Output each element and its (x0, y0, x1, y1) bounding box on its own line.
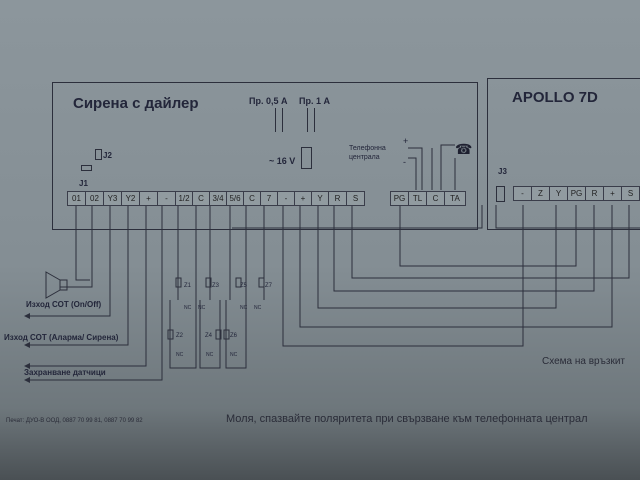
nc-label-6: NC (206, 352, 214, 358)
jumper-j2-icon (95, 149, 102, 160)
terminal-y: Y (312, 191, 329, 206)
terminal-1-2: 1/2 (176, 191, 193, 206)
printer-info: Печат: ДУО-В ООД, 0887 70 99 81, 0887 70… (6, 418, 143, 424)
terminal-c-phone: C (427, 191, 445, 206)
output-on-off-label: Изход СОТ (On/Off) (26, 300, 102, 309)
apollo-terminal-minus: - (513, 186, 532, 201)
zone-z1: Z1 (184, 283, 192, 289)
siren-dialer-panel: Сирена с дайлер Пр. 0,5 А Пр. 1 А ~ 16 V… (52, 82, 478, 230)
zone-z5: Z5 (240, 283, 248, 289)
sensor-power-label: Захранване датчици (24, 368, 106, 377)
jumper-j1-icon (81, 165, 92, 171)
apollo-terminal-y: Y (550, 186, 568, 201)
terminal-c2: C (244, 191, 261, 206)
diagram-caption: Схема на връзкит (542, 356, 625, 367)
zone-z2: Z2 (176, 333, 184, 339)
fuse-1a-icon (307, 108, 315, 132)
nc-label-4: NC (254, 305, 262, 311)
polarity-note: Моля, спазвайте поляритета при свързване… (226, 413, 588, 425)
phone-line-label-1: Телефонна (349, 145, 386, 152)
apollo-title: APOLLO 7D (512, 89, 598, 106)
nc-label-3: NC (240, 305, 248, 311)
phone-plus: + (403, 136, 409, 146)
siren-terminal-strip: 01 02 Y3 Y2 + - 1/2 C 3/4 5/6 C 7 - + Y … (67, 191, 365, 206)
telephone-icon: ☎ (455, 141, 473, 157)
zone-z6: Z6 (230, 333, 238, 339)
terminal-plus: + (140, 191, 158, 206)
jumper-j2-label: J2 (103, 151, 112, 160)
siren-title: Сирена с дайлер (73, 95, 199, 112)
terminal-r: R (329, 191, 347, 206)
fuse-05a-icon (275, 108, 283, 132)
phone-terminal-strip: PG TL C TA (390, 191, 466, 206)
apollo-terminal-z: Z (532, 186, 550, 201)
apollo-terminal-strip: - Z Y PG R + S (513, 186, 640, 201)
terminal-plus2: + (295, 191, 312, 206)
zone-z3: Z3 (212, 283, 220, 289)
terminal-01: 01 (67, 191, 86, 206)
terminal-7: 7 (261, 191, 278, 206)
zone-z7: Z7 (265, 283, 273, 289)
terminal-ta: TA (445, 191, 466, 206)
apollo-terminal-pg: PG (568, 186, 586, 201)
terminal-tl: TL (409, 191, 427, 206)
zone-z4: Z4 (205, 333, 213, 339)
terminal-5-6: 5/6 (227, 191, 244, 206)
terminal-y3: Y3 (104, 191, 122, 206)
terminal-y2: Y2 (122, 191, 140, 206)
phone-minus: - (403, 157, 406, 167)
jumper-j3-icon (496, 186, 505, 202)
terminal-minus: - (158, 191, 176, 206)
terminal-minus2: - (278, 191, 295, 206)
apollo-7d-panel: APOLLO 7D J3 (487, 78, 640, 230)
apollo-terminal-s: S (622, 186, 640, 201)
nc-label-2: NC (198, 305, 206, 311)
terminal-3-4: 3/4 (210, 191, 227, 206)
output-alarm-label: Изход СОТ (Аларма/ Сирена) (4, 333, 119, 342)
apollo-terminal-r: R (586, 186, 604, 201)
jumper-j3-label: J3 (498, 167, 507, 176)
phone-line-label-2: централа (349, 154, 380, 161)
terminal-c: C (193, 191, 210, 206)
power-terminal-icon (301, 147, 312, 169)
jumper-j1-label: J1 (79, 179, 88, 188)
terminal-s: S (347, 191, 365, 206)
fuse-1a-label: Пр. 1 А (299, 96, 330, 106)
fuse-05a-label: Пр. 0,5 А (249, 96, 288, 106)
power-16v-label: ~ 16 V (269, 156, 296, 166)
nc-label-7: NC (230, 352, 238, 358)
terminal-02: 02 (86, 191, 104, 206)
nc-label-1: NC (184, 305, 192, 311)
terminal-pg: PG (390, 191, 409, 206)
nc-label-5: NC (176, 352, 184, 358)
apollo-terminal-plus: + (604, 186, 622, 201)
